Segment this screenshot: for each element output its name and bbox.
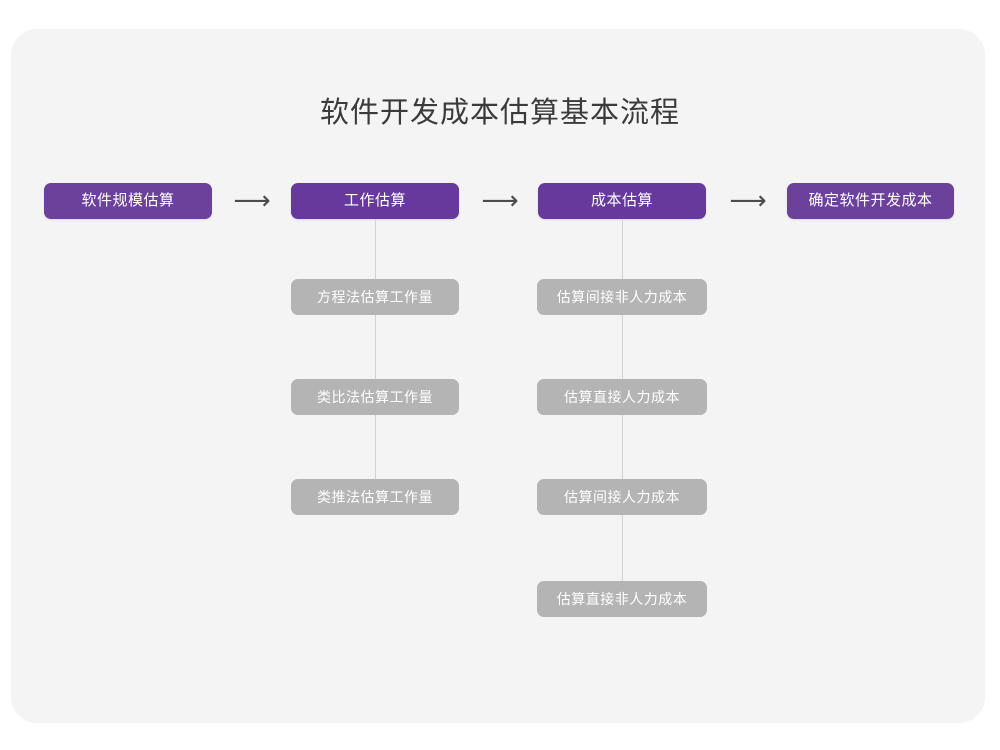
diagram-card: [11, 29, 985, 723]
stage-node-effort-estimation[interactable]: 工作估算: [291, 183, 459, 219]
arrow-right-icon: ⟶: [481, 186, 519, 216]
connector-line-cost-branch: [622, 219, 623, 611]
stage-node-software-size-estimation[interactable]: 软件规模估算: [44, 183, 212, 219]
sub-node-indirect-labor-cost[interactable]: 估算间接人力成本: [537, 479, 707, 515]
sub-node-direct-nonlabor-cost[interactable]: 估算直接非人力成本: [537, 581, 707, 617]
sub-node-indirect-nonlabor-cost[interactable]: 估算间接非人力成本: [537, 279, 707, 315]
sub-node-analogy-method[interactable]: 类比法估算工作量: [291, 379, 459, 415]
page-title: 软件开发成本估算基本流程: [319, 97, 680, 129]
arrow-right-icon: ⟶: [233, 186, 271, 216]
arrow-right-icon: ⟶: [729, 186, 767, 216]
sub-node-inference-method[interactable]: 类推法估算工作量: [291, 479, 459, 515]
stage-node-determine-development-cost[interactable]: 确定软件开发成本: [787, 183, 954, 219]
connector-line-effort-branch: [375, 219, 376, 509]
stage-node-cost-estimation[interactable]: 成本估算: [538, 183, 706, 219]
sub-node-equation-method[interactable]: 方程法估算工作量: [291, 279, 459, 315]
sub-node-direct-labor-cost[interactable]: 估算直接人力成本: [537, 379, 707, 415]
